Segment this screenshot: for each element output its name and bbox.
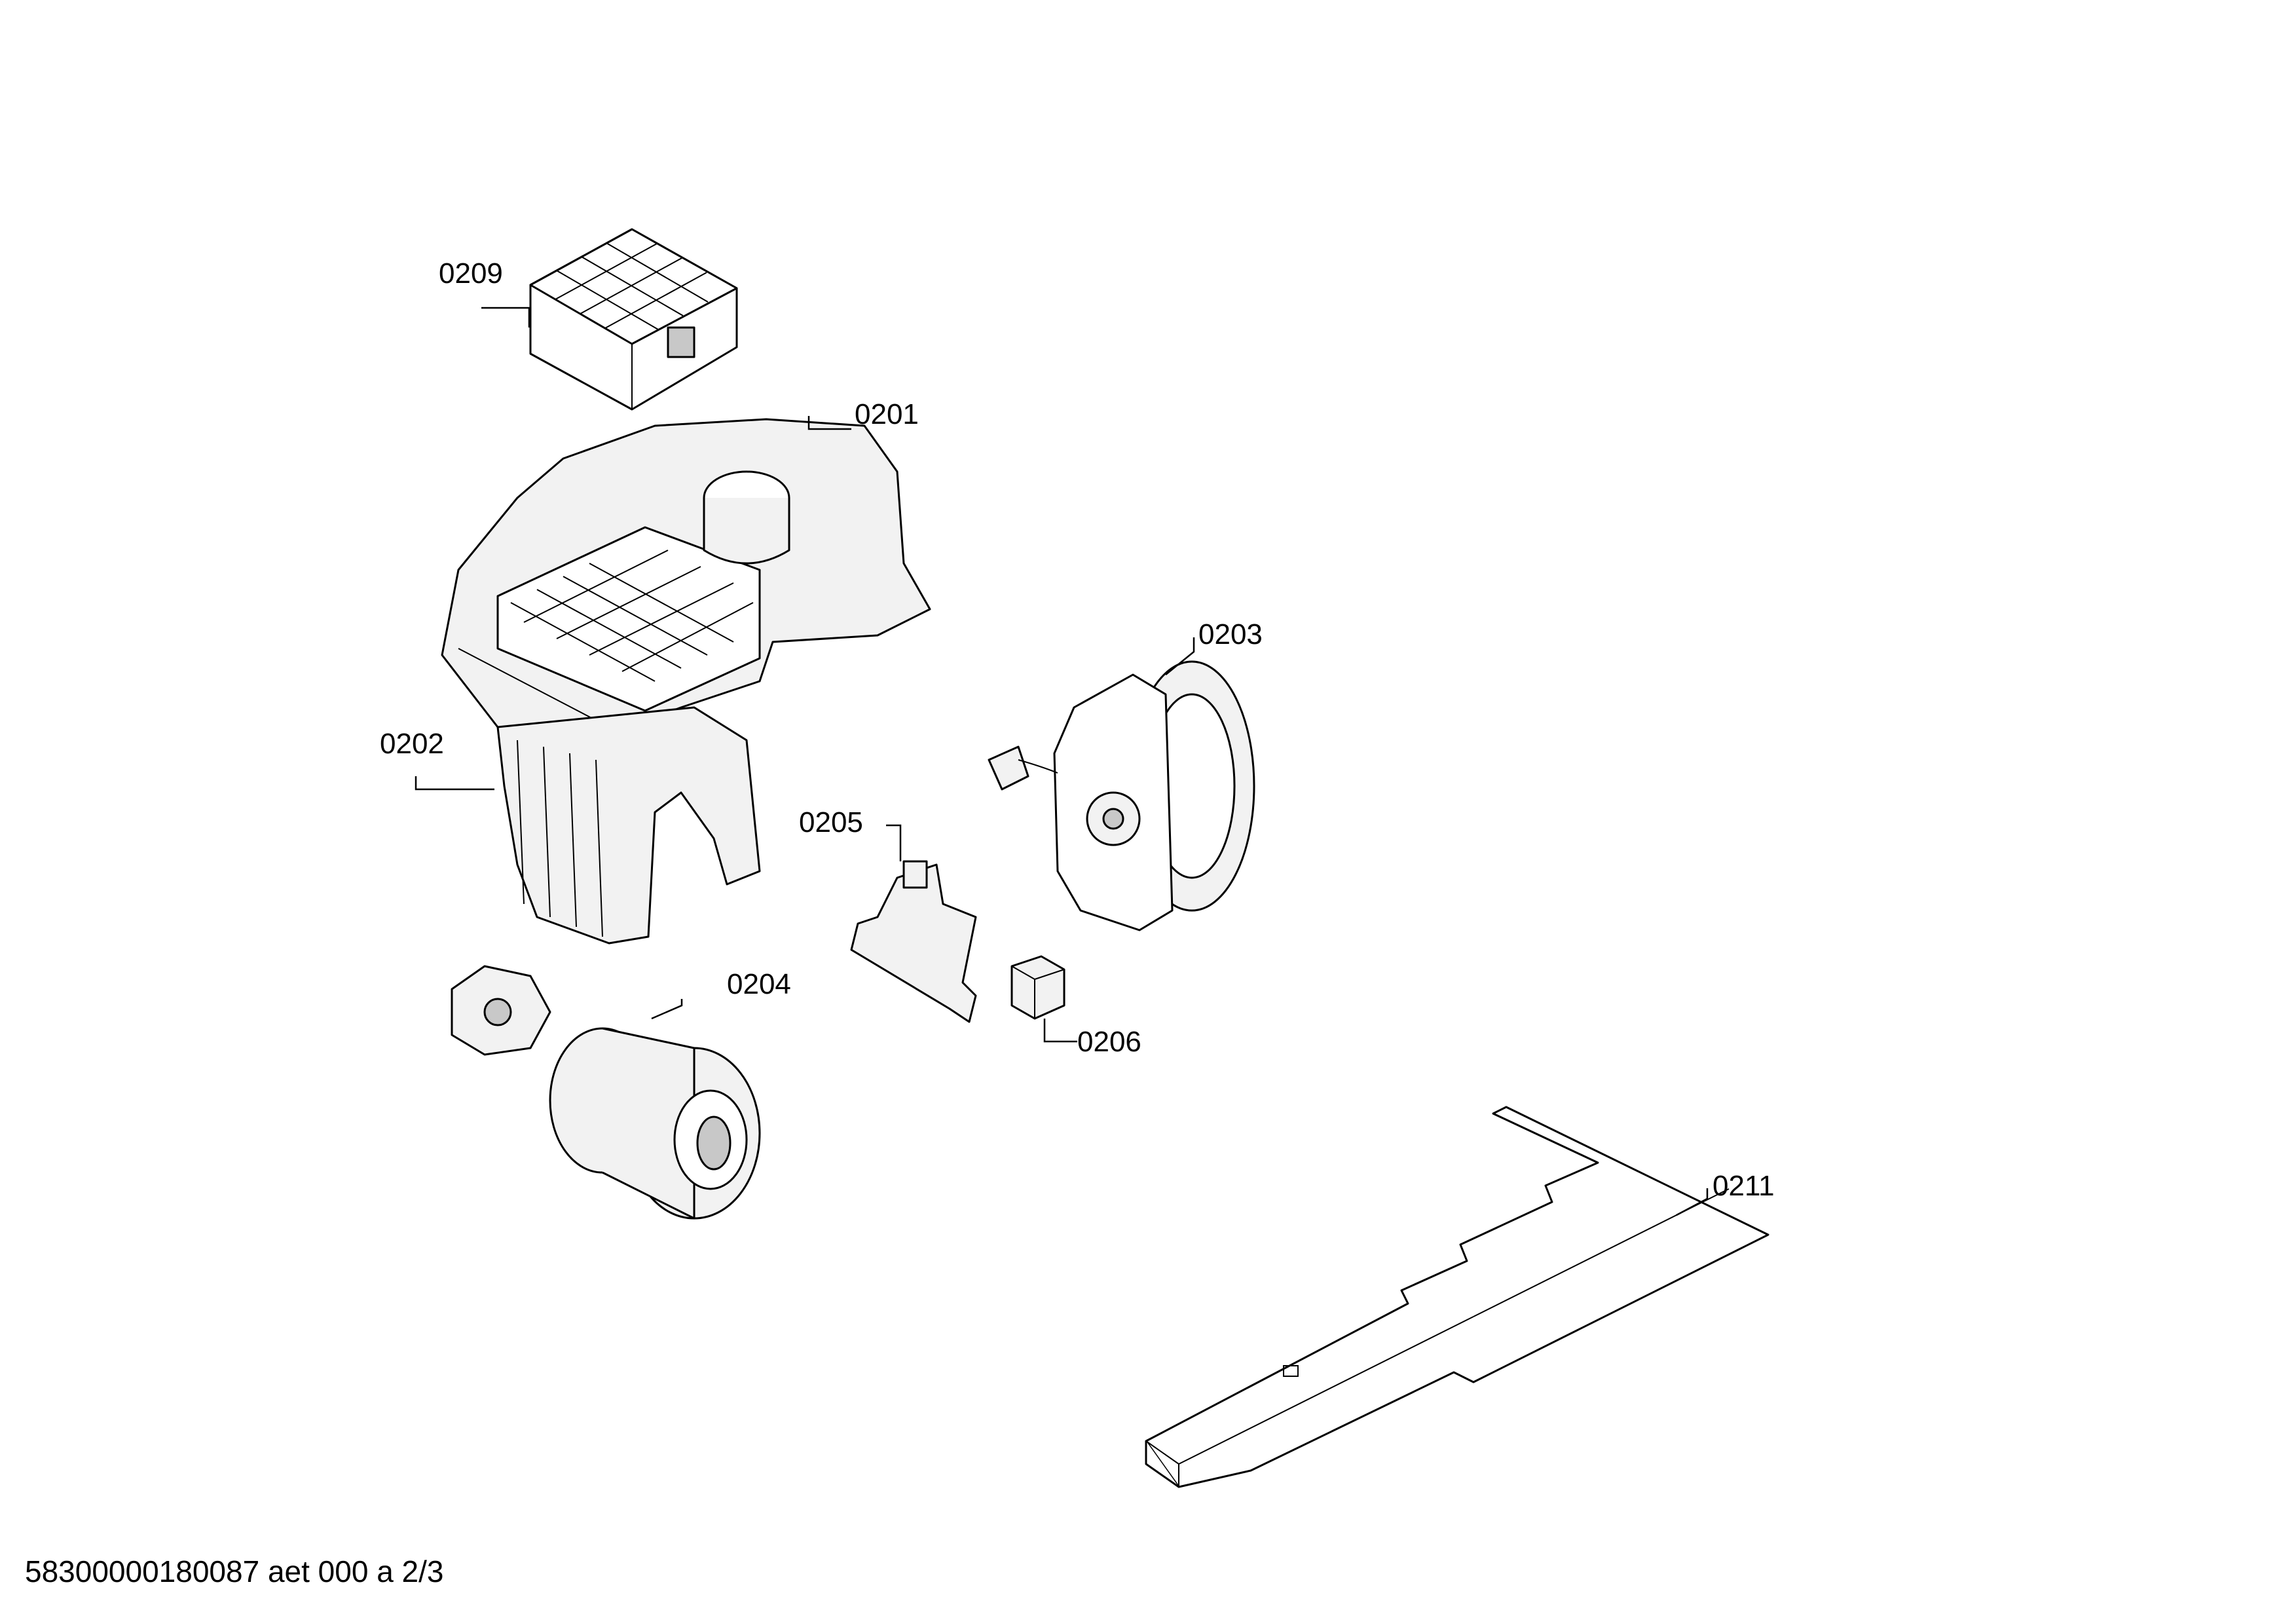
part-number-callouts: 0209 0201 0202 0203 0204 0205 0206 0211 — [380, 257, 1775, 1202]
part-foam-insert-0211 — [1145, 1106, 1769, 1488]
part-motor-0204 — [451, 965, 761, 1220]
label-housing-top-0201: 0201 — [855, 398, 919, 430]
label-switch-0206: 0206 — [1077, 1026, 1141, 1058]
label-housing-bottom-0202: 0202 — [380, 728, 444, 760]
leader-lines — [415, 307, 1709, 1216]
label-filter-0209: 0209 — [439, 257, 503, 290]
part-cable-reel-0203 — [988, 660, 1255, 931]
drawing-reference-code: 58300000180087 aet 000 a 2/3 — [25, 1554, 444, 1588]
part-housing-bottom-0202 — [496, 706, 761, 945]
part-circuit-board-0205 — [850, 860, 977, 1023]
label-foam-insert-0211: 0211 — [1713, 1170, 1775, 1202]
label-circuit-board-0205: 0205 — [799, 806, 863, 838]
part-filter-0209 — [529, 228, 738, 411]
label-motor-0204: 0204 — [727, 968, 791, 1000]
label-cable-reel-0203: 0203 — [1198, 618, 1263, 650]
part-switch-0206 — [1010, 955, 1065, 1020]
